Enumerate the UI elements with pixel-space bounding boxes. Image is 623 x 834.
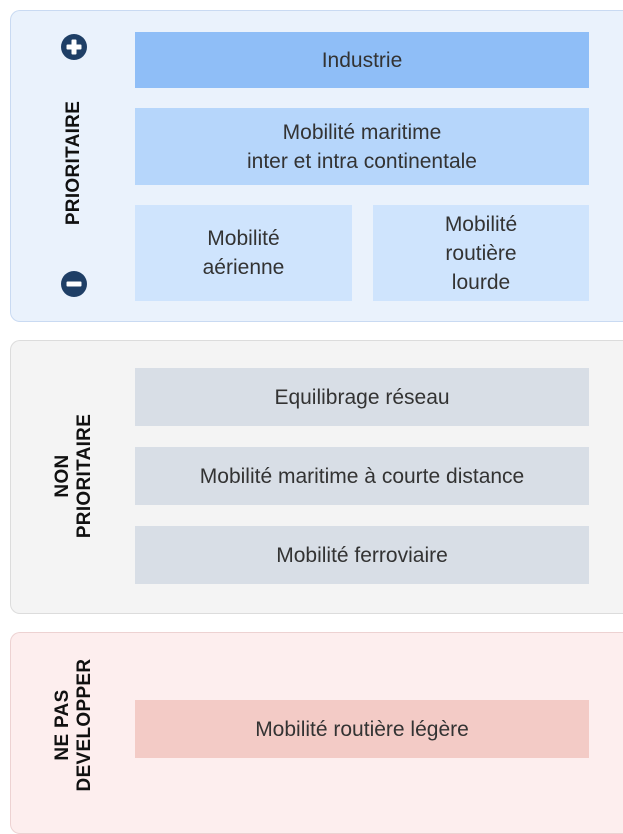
routiere-line-2: routière <box>445 241 517 265</box>
prioritaire-label-text: PRIORITAIRE <box>63 100 84 226</box>
box-industrie: Industrie <box>135 32 589 88</box>
aerienne-line-2: aérienne <box>202 256 285 279</box>
maritime-line-1: Mobilité maritime <box>282 120 442 144</box>
routiere-line-1: Mobilité <box>444 212 518 236</box>
box-mobilite-routiere-legere: Mobilité routière légère <box>135 700 589 758</box>
non-prioritaire-label: NON PRIORITAIRE <box>52 414 96 538</box>
box-mobilite-maritime-inter: Mobilité maritime inter et intra contine… <box>135 108 589 185</box>
box-equilibrage-reseau-label: Equilibrage réseau <box>274 385 450 409</box>
routiere-line-3: lourde <box>451 270 511 294</box>
aerienne-line-1: Mobilité <box>207 227 280 250</box>
box-mobilite-ferroviaire-label: Mobilité ferroviaire <box>276 543 448 567</box>
box-industrie-label: Industrie <box>321 48 403 72</box>
ne-pas-developper-line-1: NE PAS <box>52 689 73 761</box>
ne-pas-developper-line-2: DEVELOPPER <box>74 658 95 792</box>
box-mobilite-routiere-lourde: Mobilité routière lourde <box>373 205 589 301</box>
maritime-line-2: inter et intra continentale <box>247 149 477 173</box>
box-mobilite-routiere-legere-label: Mobilité routière légère <box>255 717 469 741</box>
minus-circle-icon <box>61 271 87 297</box>
non-prioritaire-line-2: PRIORITAIRE <box>74 413 95 539</box>
box-mobilite-maritime-courte-label: Mobilité maritime à courte distance <box>199 464 525 488</box>
box-mobilite-aerienne: Mobilité aérienne <box>135 205 352 301</box>
prioritaire-label: PRIORITAIRE <box>63 101 85 225</box>
plus-circle-icon <box>61 34 87 60</box>
box-equilibrage-reseau: Equilibrage réseau <box>135 368 589 426</box>
box-mobilite-ferroviaire: Mobilité ferroviaire <box>135 526 589 584</box>
ne-pas-developper-label: NE PAS DEVELOPPER <box>52 659 96 792</box>
box-mobilite-maritime-courte: Mobilité maritime à courte distance <box>135 447 589 505</box>
non-prioritaire-line-1: NON <box>52 454 73 498</box>
